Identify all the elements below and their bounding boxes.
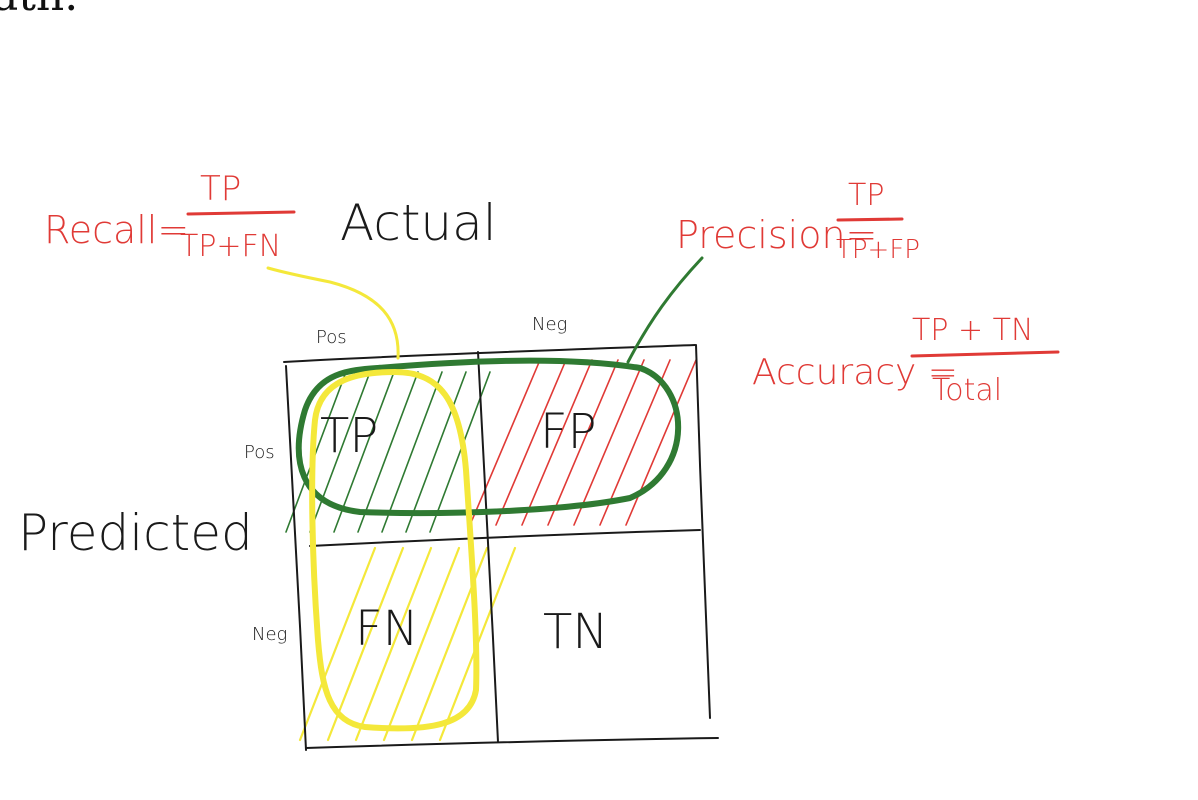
recall-leader-line [266, 266, 400, 360]
grid-top-line [283, 344, 696, 363]
predicted-label: Predicted [18, 504, 253, 562]
tp-hatch-stroke [309, 371, 371, 533]
predicted-pos-label: Pos [244, 442, 275, 463]
recall-formula-name: Recall= [44, 208, 189, 252]
predicted-neg-label: Neg [252, 624, 287, 645]
tp-hatch-stroke [357, 371, 419, 533]
top-text-fragment: ath. [0, 0, 78, 21]
grid-middle-horizontal [309, 529, 701, 547]
cell-tn-label: TN [543, 604, 608, 660]
matrix-grid [283, 344, 719, 751]
actual-label: Actual [340, 194, 497, 252]
precision-fraction-bar [836, 217, 904, 222]
fp-hatch-stroke [521, 359, 593, 526]
tp-hatch-stroke [405, 371, 467, 533]
fp-hatch-stroke [573, 359, 645, 526]
recall-yellow-ellipse [309, 369, 480, 732]
fn-hatch-stroke [354, 546, 433, 742]
recall-loop [266, 266, 480, 732]
accuracy-formula-name: Accuracy = [752, 352, 958, 393]
cell-fp-label: FP [540, 404, 597, 460]
cell-fn-label: FN [355, 601, 419, 657]
actual-pos-label: Pos [316, 327, 347, 348]
precision-green-ellipse [295, 357, 682, 517]
tp-hatch-stroke [333, 371, 395, 533]
recall-denominator: TP+FN [180, 229, 281, 264]
grid-right-line [695, 344, 711, 719]
tp-hatch-stroke [381, 371, 443, 533]
accuracy-formula: Accuracy = TP + TN Total [752, 313, 1060, 408]
fp-hatch-stroke [495, 359, 567, 526]
recall-formula: Recall= TP TP+FN [44, 169, 296, 264]
fp-hatch-stroke [469, 359, 541, 526]
precision-numerator: TP [848, 178, 884, 213]
fn-hatch-stroke [382, 546, 461, 742]
fn-hatch-stroke [298, 546, 377, 742]
grid-bottom-line [305, 737, 719, 749]
precision-formula: Precision= TP TP+FP [676, 178, 920, 265]
accuracy-numerator: TP + TN [912, 313, 1033, 348]
precision-denominator: TP+FP [836, 235, 920, 265]
fp-hatch-stroke [599, 359, 671, 526]
precision-loop [295, 256, 704, 517]
precision-leader-line [626, 256, 704, 364]
fn-hatch-stroke [326, 546, 405, 742]
actual-neg-label: Neg [532, 314, 567, 335]
recall-fraction-bar [186, 210, 296, 216]
fp-hatch-stroke [547, 359, 619, 526]
accuracy-fraction-bar [910, 350, 1060, 358]
grid-middle-vertical [477, 351, 499, 743]
cell-tp-label: TP [320, 408, 378, 464]
grid-left-line [285, 365, 307, 751]
accuracy-denominator: Total [932, 373, 1002, 408]
tp-hatch-stroke [285, 371, 347, 533]
tp-hatching [285, 371, 491, 533]
recall-numerator: TP [200, 169, 241, 209]
